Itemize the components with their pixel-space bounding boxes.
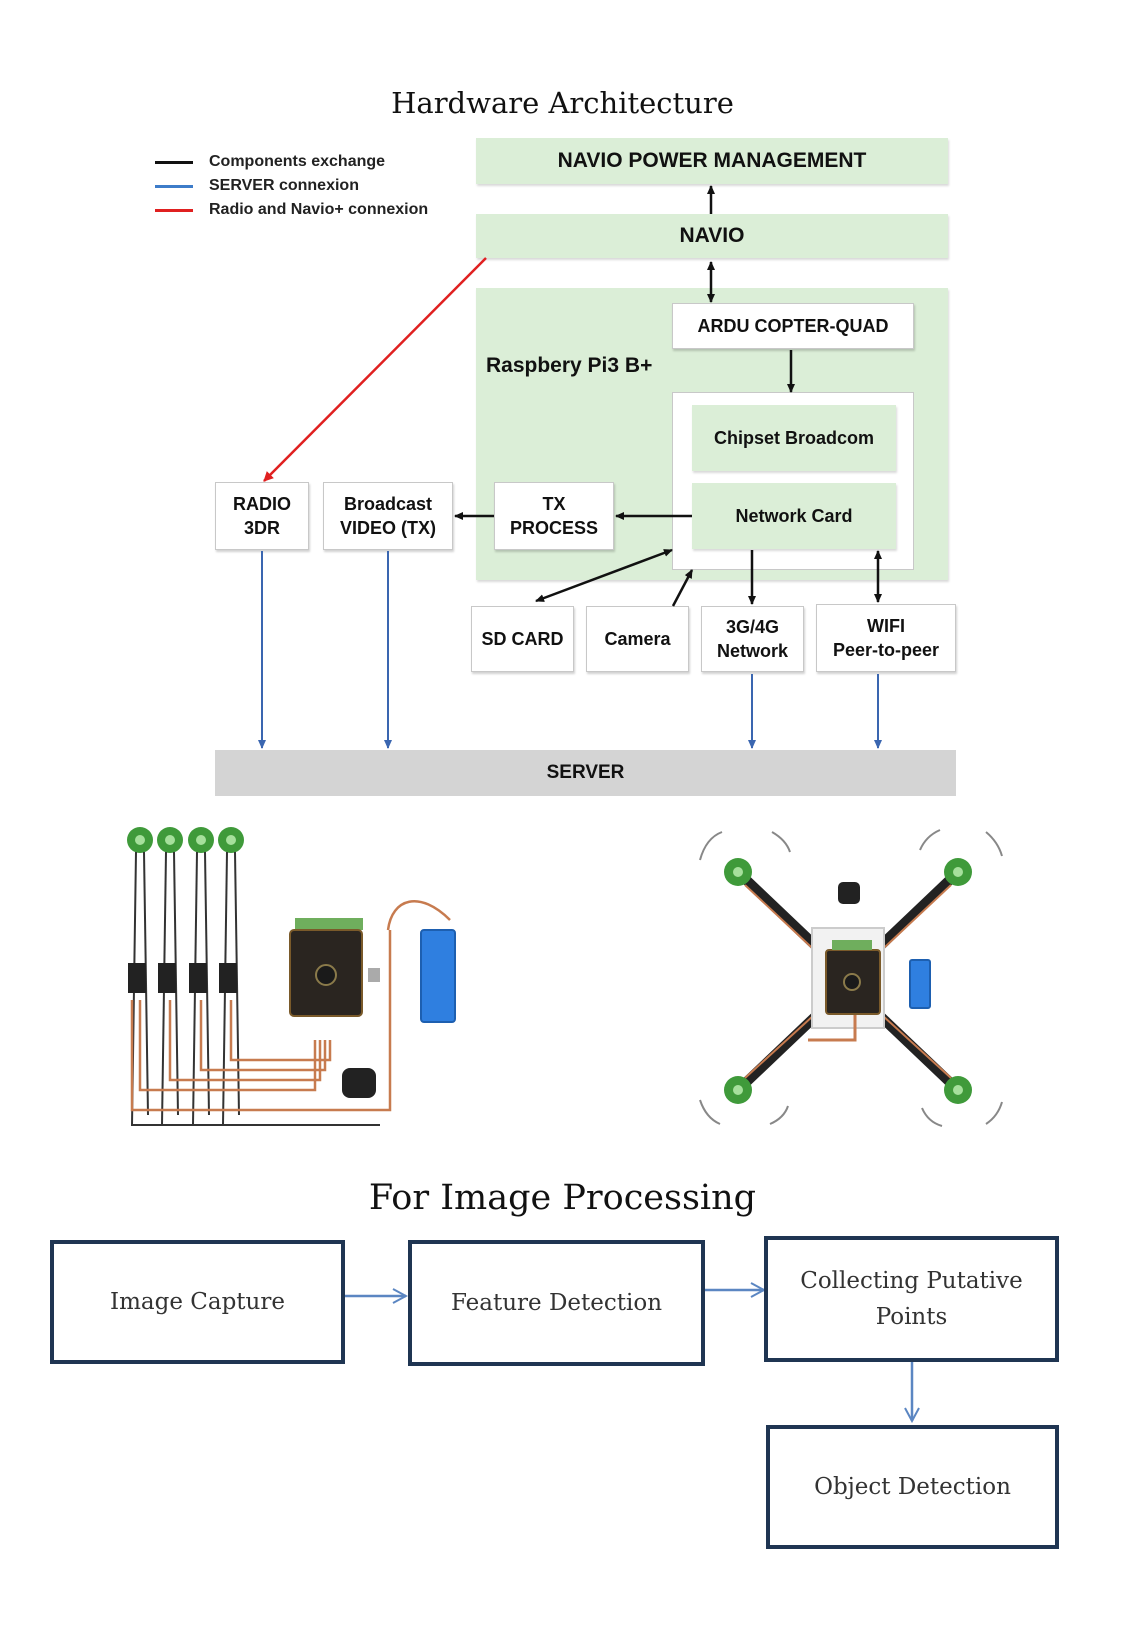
arrow-camera-to-chipset [671, 569, 694, 607]
legend-label: SERVER connexion [209, 177, 359, 194]
navio-power-management-box: NAVIO POWER MANAGEMENT [476, 138, 948, 184]
legend-item-components: Components exchange [155, 150, 428, 174]
radio-3dr-box: RADIO 3DR [215, 482, 309, 550]
arrow-navio-to-radio [263, 257, 487, 482]
network-card-box: Network Card [692, 483, 896, 549]
3g4g-network-box: 3G/4G Network [701, 606, 804, 672]
raspberry-pi-label: Raspbery Pi3 B+ [486, 354, 653, 377]
broadcast-line2: VIDEO (TX) [339, 518, 436, 538]
legend-label: Components exchange [209, 153, 386, 170]
network-line2: Network [716, 641, 788, 661]
tx-line1: TX [542, 494, 566, 514]
flow-step-feature-detection: Feature Detection [408, 1240, 705, 1366]
legend-swatch-black [155, 160, 193, 164]
processing-title: For Image Processing [368, 1178, 757, 1218]
server-bar: SERVER [215, 750, 956, 796]
legend-swatch-red [155, 208, 193, 212]
quadcopter-illustration [699, 829, 1003, 1127]
legend: Components exchange SERVER connexion Rad… [155, 150, 428, 222]
chipset-broadcom-box: Chipset Broadcom [692, 405, 896, 471]
sd-card-box: SD CARD [471, 606, 574, 672]
wiring-illustration [127, 827, 456, 1126]
wifi-line2: Peer-to-peer [832, 640, 940, 660]
flow-step-object-detection: Object Detection [766, 1425, 1059, 1549]
flow-step-image-capture: Image Capture [50, 1240, 345, 1364]
wifi-line1: WIFI [867, 616, 905, 636]
radio-line2: 3DR [243, 518, 280, 538]
navio-box: NAVIO [476, 214, 948, 258]
tx-process-box: TX PROCESS [494, 482, 614, 550]
battery-icon [420, 929, 456, 1023]
radio-line1: RADIO [233, 494, 291, 514]
arrow-chipset-sdcard [535, 548, 673, 603]
wifi-peer-box: WIFI Peer-to-peer [816, 604, 956, 672]
legend-label: Radio and Navio+ connexion [209, 201, 429, 218]
broadcast-video-box: Broadcast VIDEO (TX) [323, 482, 453, 550]
hardware-title: Hardware Architecture [391, 86, 734, 120]
legend-item-radio: Radio and Navio+ connexion [155, 198, 428, 222]
flow-step-line2: Points [875, 1304, 948, 1330]
motor-icon [127, 827, 244, 853]
legend-item-server: SERVER connexion [155, 174, 428, 198]
flow-step-line1: Collecting Putative [800, 1268, 1023, 1294]
broadcast-line1: Broadcast [343, 494, 433, 514]
gps-icon [342, 1068, 376, 1098]
ardu-copter-box: ARDU COPTER-QUAD [672, 303, 914, 349]
tx-line2: PROCESS [509, 518, 599, 538]
flow-step-collecting-points: Collecting Putative Points [764, 1236, 1059, 1362]
network-line1: 3G/4G [725, 617, 780, 637]
camera-box: Camera [586, 606, 689, 672]
legend-swatch-blue [155, 184, 193, 188]
